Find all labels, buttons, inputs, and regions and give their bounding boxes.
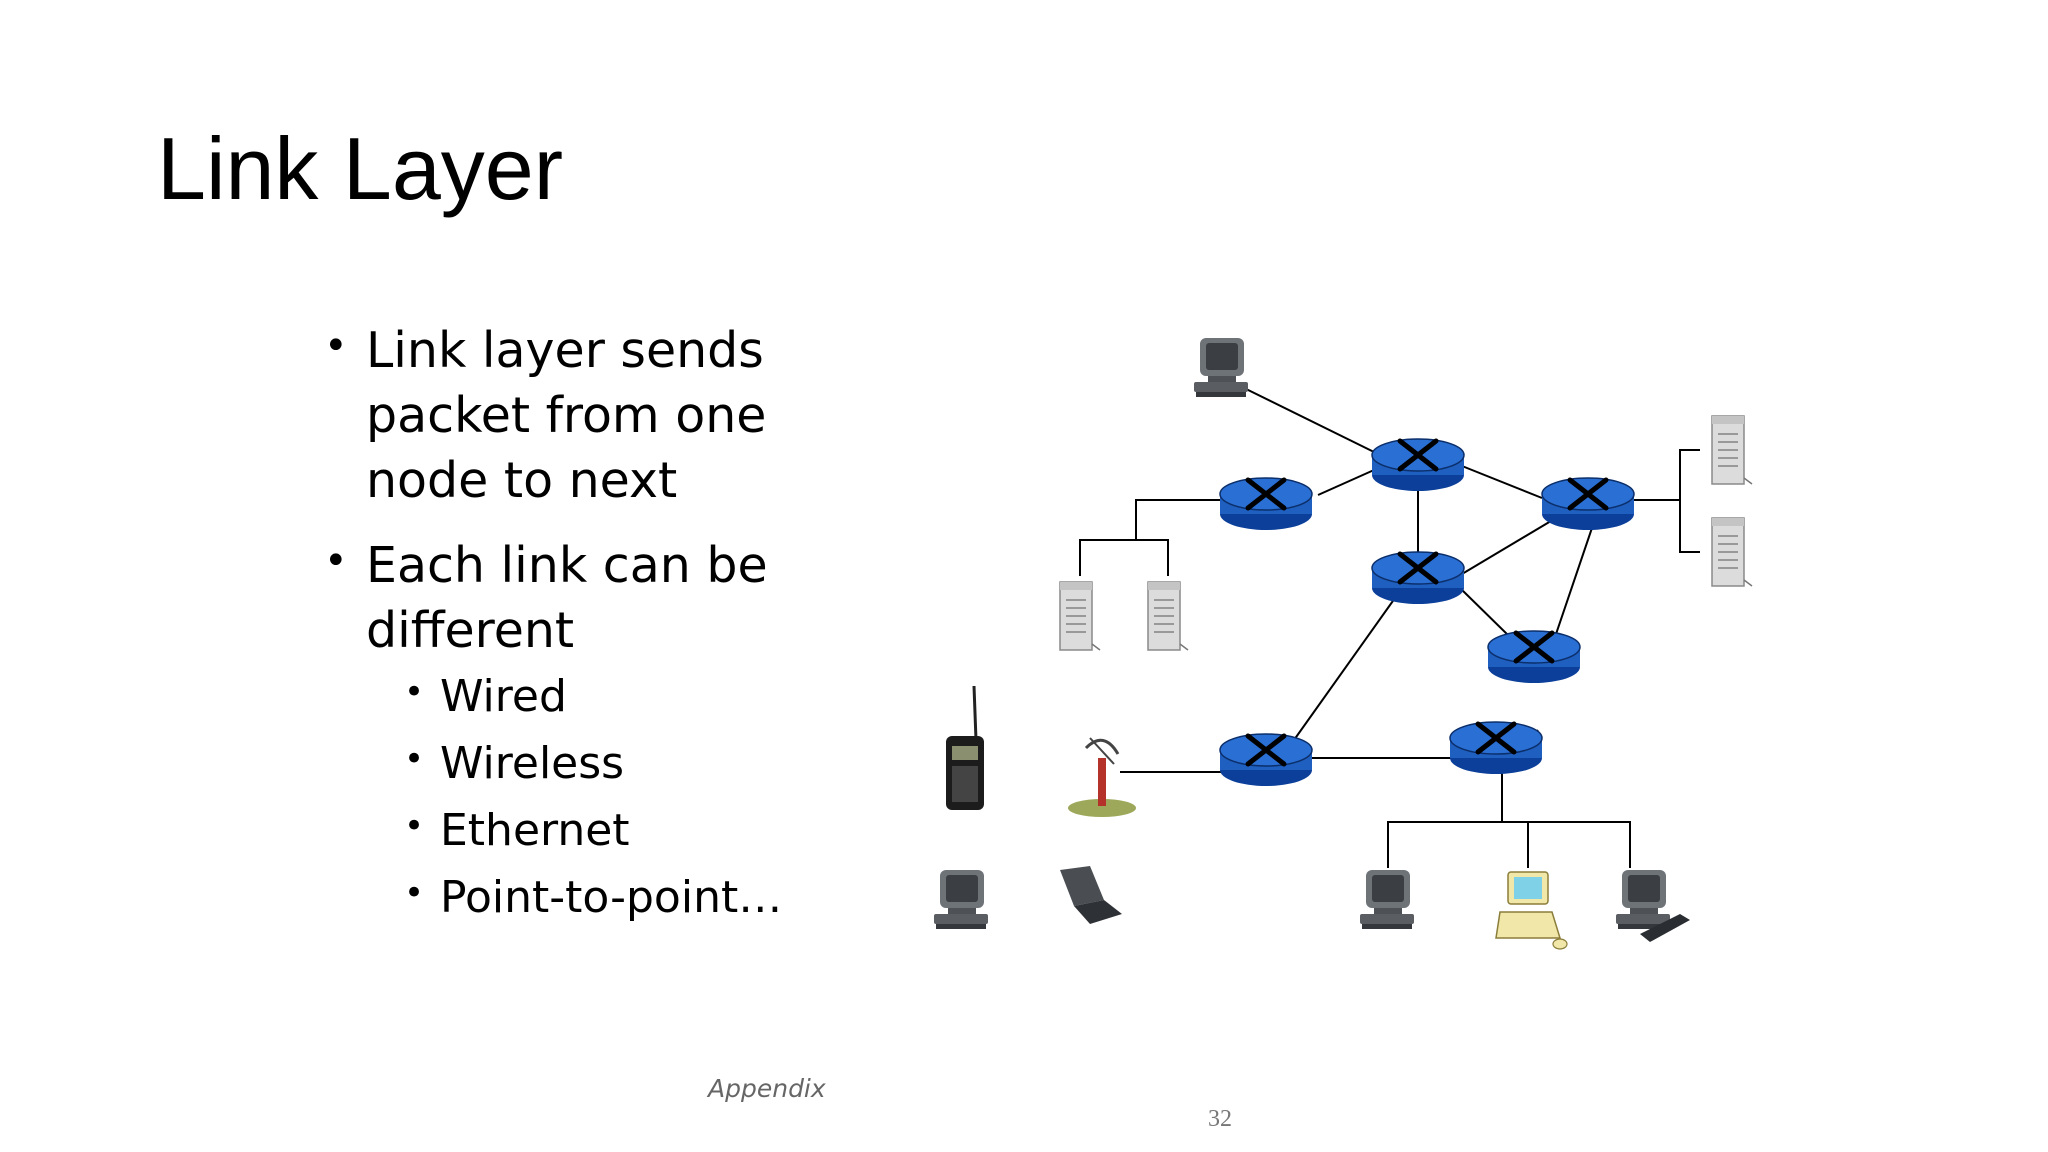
router-icon — [1372, 552, 1464, 604]
sub-bullet-item: Point-to-point… — [320, 860, 880, 931]
sub-bullet-item: Wireless — [320, 726, 880, 797]
footer-label: Appendix — [708, 1074, 826, 1103]
bullet-item: Each link can be different — [320, 529, 880, 663]
satellite-antenna-icon — [1068, 737, 1136, 817]
desktop-monitor-icon — [1194, 338, 1248, 397]
slide-title: Link Layer — [157, 119, 564, 218]
keyboard-icon — [1640, 914, 1690, 942]
bullet-item: Link layer sends packet from one node to… — [320, 314, 880, 513]
sub-bullet-item: Ethernet — [320, 793, 880, 864]
link-lines — [1079, 385, 1700, 868]
desktop-monitor-icon — [1616, 870, 1670, 929]
router-icon — [1220, 734, 1312, 786]
laptop-icon — [1060, 866, 1122, 924]
router-icon — [1372, 439, 1464, 491]
router-icon — [1220, 478, 1312, 530]
cell-phone-icon — [946, 685, 984, 810]
bullet-list: Link layer sends packet from one node to… — [320, 314, 880, 931]
server-tower-icon — [1147, 581, 1189, 651]
server-tower-icon — [1711, 415, 1753, 485]
page-number: 32 — [1208, 1106, 1232, 1132]
server-tower-icon — [1711, 517, 1753, 587]
desktop-monitor-icon — [934, 870, 988, 929]
router-icon — [1488, 631, 1580, 683]
desktop-monitor-icon — [1360, 870, 1414, 929]
router-icon — [1542, 478, 1634, 530]
workstation-icon — [1495, 871, 1568, 950]
router-icon — [1450, 722, 1542, 774]
sub-bullet-item: Wired — [320, 659, 880, 730]
server-tower-icon — [1059, 581, 1101, 651]
